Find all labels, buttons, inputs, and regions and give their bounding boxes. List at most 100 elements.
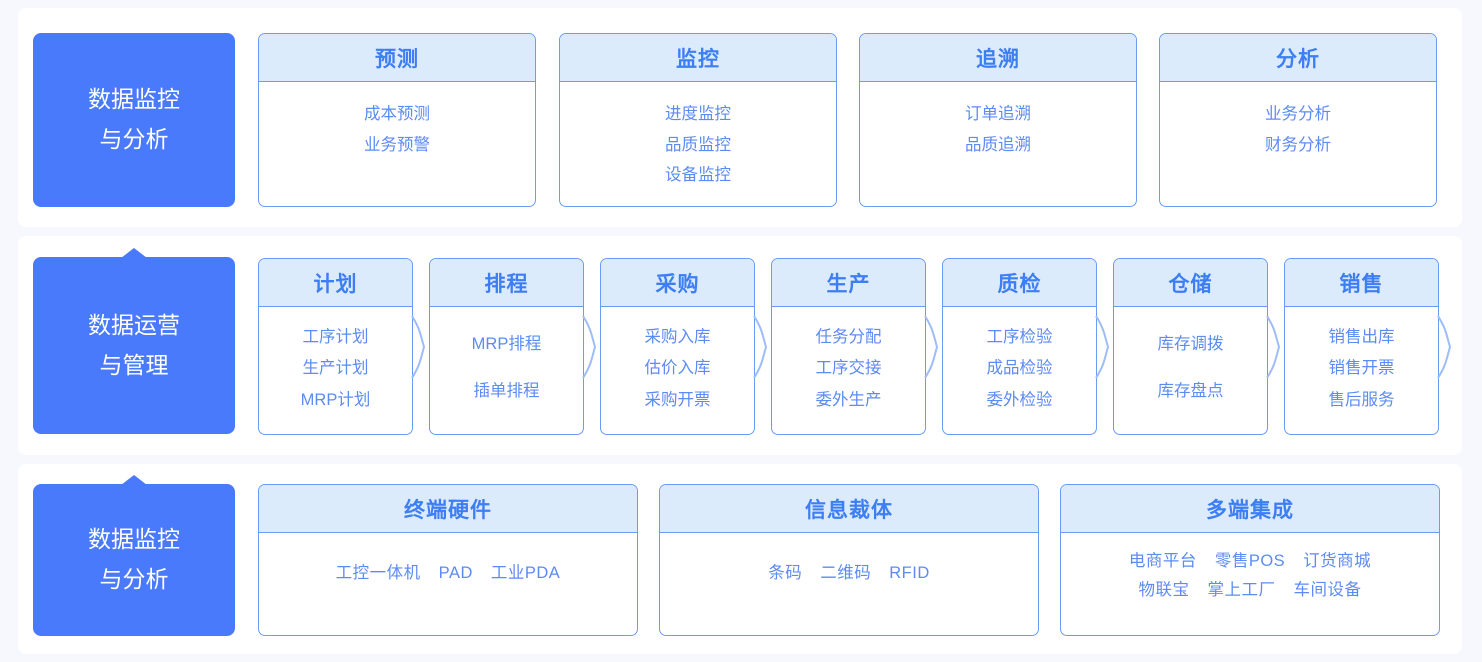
- card-title: 信息裁体: [660, 485, 1038, 533]
- card-body: 业务分析 财务分析: [1160, 82, 1436, 160]
- card-item[interactable]: 插单排程: [473, 381, 540, 400]
- card-title: 生产: [772, 259, 925, 307]
- card-title: 多端集成: [1061, 485, 1439, 533]
- row-label-text: 数据运营 与管理: [88, 311, 180, 378]
- card-analysis[interactable]: 分析 业务分析 财务分析: [1159, 33, 1437, 207]
- chevron-connector-icon: [753, 314, 767, 379]
- notch-arrow-icon: [121, 475, 147, 485]
- card-item[interactable]: PAD: [438, 564, 473, 582]
- card-body: 条码二维码 RFID: [660, 533, 1038, 588]
- row-label-data-monitoring-2: 数据监控 与分析: [33, 475, 235, 636]
- card-item[interactable]: 成本预测: [364, 105, 430, 123]
- card-item[interactable]: 掌上工厂: [1207, 580, 1276, 599]
- card-item[interactable]: 二维码: [820, 564, 872, 582]
- card-body: 订单追溯 品质追溯: [860, 82, 1136, 160]
- card-item[interactable]: 售后服务: [1328, 390, 1395, 409]
- card-item[interactable]: 成品检验: [986, 359, 1053, 377]
- card-title: 计划: [259, 259, 412, 307]
- card-title: 终端硬件: [259, 485, 637, 533]
- card-body: 销售出库 销售开票 售后服务: [1285, 307, 1438, 416]
- card-body: 采购入库 估价入库 采购开票: [601, 307, 754, 416]
- card-item[interactable]: MRP排程: [471, 335, 542, 353]
- card-monitoring[interactable]: 监控 进度监控 品质监控 设备监控: [559, 33, 837, 207]
- panel-row-monitoring: 数据监控 与分析 预测 成本预测 业务预警 监控 进度监控 品质监控 设备监控 …: [18, 8, 1462, 227]
- card-title: 分析: [1160, 34, 1436, 82]
- card-body: 成本预测 业务预警: [259, 82, 535, 160]
- card-forecast[interactable]: 预测 成本预测 业务预警: [258, 33, 536, 207]
- panel-row-hardware: 数据监控 与分析 终端硬件 工控一体机 PAD 工业PDA 信息裁体 条码二维码 RF…: [18, 464, 1462, 654]
- card-title: 仓储: [1114, 259, 1267, 307]
- row-label-data-operations: 数据运营 与管理: [33, 248, 235, 434]
- card-item[interactable]: 任务分配: [815, 327, 882, 346]
- card-item[interactable]: 品质追溯: [965, 135, 1031, 154]
- card-item[interactable]: 销售开票: [1328, 359, 1395, 377]
- card-body: 工序计划 生产计划 MRP计划: [259, 307, 412, 416]
- card-item[interactable]: 工序检验: [986, 327, 1053, 346]
- card-item[interactable]: 设备监控: [665, 166, 731, 184]
- card-title: 采购: [601, 259, 754, 307]
- card-item[interactable]: 估价入库: [644, 359, 711, 377]
- card-purchasing[interactable]: 采购 采购入库 估价入库 采购开票: [600, 258, 767, 435]
- row-label-text: 数据监控 与分析: [88, 86, 180, 152]
- chevron-connector-icon: [411, 314, 425, 379]
- card-item[interactable]: 库存调拨: [1157, 335, 1224, 353]
- card-body: 电商平台零售POS 订货商城 物联宝掌上工厂车间设备: [1061, 533, 1439, 604]
- card-title: 销售: [1285, 259, 1438, 307]
- card-item[interactable]: 车间设备: [1293, 580, 1362, 599]
- card-item[interactable]: 生产计划: [302, 359, 369, 377]
- card-title: 质检: [943, 259, 1096, 307]
- card-item[interactable]: 委外生产: [815, 390, 882, 409]
- card-body: 进度监控 品质监控 设备监控: [560, 82, 836, 191]
- row-label-text: 数据监控 与分析: [88, 526, 180, 592]
- card-warehousing[interactable]: 仓储 库存调拨 库存盘点: [1113, 258, 1280, 435]
- card-item[interactable]: 业务分析: [1265, 105, 1331, 123]
- card-quality-inspection[interactable]: 质检 工序检验 成品检验 委外检验: [942, 258, 1109, 435]
- card-item[interactable]: 条码: [768, 564, 803, 582]
- card-body: 工控一体机 PAD 工业PDA: [259, 533, 637, 588]
- card-item[interactable]: 工控一体机: [335, 564, 421, 582]
- card-item[interactable]: 订单追溯: [965, 105, 1031, 123]
- card-traceability[interactable]: 追溯 订单追溯 品质追溯: [859, 33, 1137, 207]
- card-item[interactable]: 工序交接: [815, 359, 882, 377]
- card-information-carrier[interactable]: 信息裁体 条码二维码 RFID: [659, 484, 1039, 636]
- card-production[interactable]: 生产 任务分配 工序交接 委外生产: [771, 258, 938, 435]
- card-terminal-hardware[interactable]: 终端硬件 工控一体机 PAD 工业PDA: [258, 484, 638, 636]
- card-title: 排程: [430, 259, 583, 307]
- card-item[interactable]: 电商平台: [1128, 552, 1197, 570]
- card-item[interactable]: 工业PDA: [490, 564, 561, 582]
- card-item[interactable]: 委外检验: [986, 390, 1053, 409]
- card-title: 监控: [560, 34, 836, 82]
- card-item[interactable]: 采购入库: [644, 327, 711, 346]
- card-item[interactable]: 品质监控: [665, 135, 731, 154]
- card-scheduling[interactable]: 排程 MRP排程 插单排程: [429, 258, 596, 435]
- card-item-row: 工控一体机 PAD 工业PDA: [259, 559, 637, 588]
- card-body: 工序检验 成品检验 委外检验: [943, 307, 1096, 416]
- card-item[interactable]: 零售POS: [1214, 552, 1286, 570]
- card-item-row: 物联宝掌上工厂车间设备: [1061, 576, 1439, 605]
- card-item[interactable]: 业务预警: [364, 135, 430, 154]
- card-item-row: 条码二维码 RFID: [660, 559, 1038, 588]
- card-item[interactable]: 库存盘点: [1157, 381, 1224, 400]
- panel-row-operations: 数据运营 与管理 计划 工序计划 生产计划 MRP计划 排程 MRP排程 插单排…: [18, 236, 1462, 455]
- card-item[interactable]: MRP计划: [300, 390, 371, 409]
- chevron-connector-icon: [1095, 314, 1109, 379]
- card-sales[interactable]: 销售 销售出库 销售开票 售后服务: [1284, 258, 1451, 435]
- chevron-connector-icon: [924, 314, 938, 379]
- card-body: 任务分配 工序交接 委外生产: [772, 307, 925, 416]
- chevron-connector-icon: [1437, 314, 1451, 379]
- card-body: 库存调拨 库存盘点: [1114, 307, 1267, 414]
- card-planning[interactable]: 计划 工序计划 生产计划 MRP计划: [258, 258, 425, 435]
- card-item[interactable]: 物联宝: [1138, 580, 1190, 599]
- card-item[interactable]: 进度监控: [665, 105, 731, 123]
- row-label-data-monitoring: 数据监控 与分析: [33, 33, 235, 207]
- card-item[interactable]: 订货商城: [1303, 552, 1372, 570]
- card-item[interactable]: 销售出库: [1328, 327, 1395, 346]
- chevron-connector-icon: [582, 314, 596, 379]
- card-item[interactable]: 工序计划: [302, 327, 369, 346]
- notch-arrow-icon: [121, 248, 147, 258]
- card-item[interactable]: 财务分析: [1265, 135, 1331, 154]
- card-item[interactable]: RFID: [889, 564, 930, 582]
- card-item[interactable]: 采购开票: [644, 390, 711, 409]
- card-multi-terminal-integration[interactable]: 多端集成 电商平台零售POS 订货商城 物联宝掌上工厂车间设备: [1060, 484, 1440, 636]
